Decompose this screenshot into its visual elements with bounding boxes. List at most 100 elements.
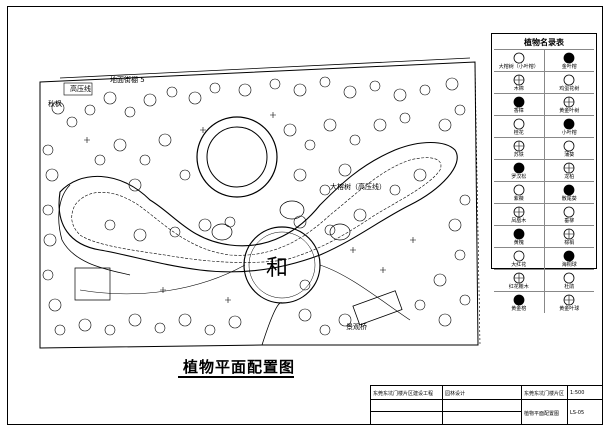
plant-symbol-icon <box>563 272 575 283</box>
legend-item-name: 黄槐 <box>513 239 524 246</box>
legend-item: 黄槐 <box>494 226 544 247</box>
legend-item: 海桐球 <box>543 248 595 269</box>
plant-symbol-icon <box>513 118 525 129</box>
site-boundary <box>39 61 479 349</box>
legend-item-name: 黄金叶树 <box>559 107 580 114</box>
legend-row: 苏铁 蒲葵 <box>494 137 594 159</box>
plaza-stamp-char: 和 <box>266 256 289 281</box>
legend-item-name: 大榕树（小叶榕） <box>498 63 539 70</box>
label-great-banyan: 大榕树（高压线） <box>330 183 386 191</box>
legend-item: 黄金榕 <box>494 292 544 313</box>
plant-symbol-icon <box>513 250 525 261</box>
sheet-frame <box>7 6 603 425</box>
plant-symbol-icon <box>563 140 575 151</box>
legend-row: 黄金榕黄金叶球 <box>494 291 594 313</box>
plant-symbol-icon <box>563 250 575 261</box>
legend-row: 香樟 黄金叶树 <box>494 93 594 115</box>
legend-item-name: 散尾葵 <box>561 195 577 202</box>
path-left <box>79 264 246 295</box>
label-pine-cherry: 秋枫 <box>48 100 62 108</box>
legend-item: 散尾葵 <box>543 182 595 203</box>
plant-symbol-icon <box>513 206 525 217</box>
tb-sheet-no: LS-05 <box>570 410 585 416</box>
legend-row: 大榕树（小叶榕） 金叶榕 <box>494 49 594 71</box>
plan-title: 植物平面配置图 <box>183 358 296 376</box>
top-road <box>59 57 471 79</box>
plant-symbol-icon <box>513 96 525 107</box>
tree-symbols <box>42 76 471 336</box>
legend-item: 小叶榕 <box>543 116 595 137</box>
legend-item-name: 鸡蛋花树 <box>559 85 580 92</box>
legend-item-name: 黄金叶球 <box>559 305 580 312</box>
path-main <box>261 302 283 346</box>
legend-row: 紫薇 散尾葵 <box>494 181 594 203</box>
legend-item-name: 苏铁 <box>513 151 524 158</box>
legend-item-name: 金叶榕 <box>561 63 577 70</box>
plant-symbol-icon <box>513 74 525 85</box>
legend-item-name: 桂花 <box>513 129 524 136</box>
legend-item-name: 小叶榕 <box>561 129 577 136</box>
plant-symbol-icon <box>513 184 525 195</box>
plant-symbol-icon <box>563 74 575 85</box>
legend-row: 凤凰木 垂柳 <box>494 203 594 225</box>
upper-plaza-inner <box>206 126 268 188</box>
legend-item-name: 垂柳 <box>564 217 575 224</box>
label-bridge: 景观桥 <box>346 323 367 331</box>
label-high-pressure: 高压线 <box>70 85 91 93</box>
plant-symbol-icon <box>513 140 525 151</box>
legend-item-name: 大红花 <box>511 261 527 268</box>
legend-item-name: 红花檵木 <box>508 283 529 290</box>
plant-symbol-icon <box>513 228 525 239</box>
legend-item-name: 龙柏 <box>564 173 575 180</box>
legend-item-name: 海桐球 <box>561 261 577 268</box>
plant-symbol-icon <box>513 294 525 305</box>
legend-item-name: 棕榈 <box>564 239 575 246</box>
legend-title: 植物名录表 <box>524 38 564 47</box>
legend-row: 红花檵木 杜鹃 <box>494 269 594 291</box>
legend-row: 黄槐 棕榈 <box>494 225 594 247</box>
tb-unit: 园林设计 <box>445 391 466 397</box>
pond-outer <box>58 142 458 273</box>
legend-item-name: 凤凰木 <box>511 217 527 224</box>
legend-item: 黄金叶树 <box>543 94 595 115</box>
plant-symbol-icon <box>563 228 575 239</box>
legend-item: 鸡蛋花树 <box>543 72 595 93</box>
building-block <box>74 267 111 301</box>
legend-item: 棕榈 <box>543 226 595 247</box>
legend-item: 红花檵木 <box>494 270 544 291</box>
legend-row: 罗汉松 龙柏 <box>494 159 594 181</box>
plan-title-underline <box>178 376 294 378</box>
tb-client: 东莞东坑门楼片区 <box>524 391 565 397</box>
plant-symbol-icon <box>563 96 575 107</box>
plant-symbol-icon <box>513 52 525 63</box>
plant-symbol-icon <box>513 272 525 283</box>
legend-item-name: 香樟 <box>513 107 524 114</box>
left-walkway <box>58 184 131 276</box>
legend-item: 香樟 <box>494 94 544 115</box>
legend-grid: 大榕树（小叶榕） 金叶榕木棉鸡蛋花树香樟 黄金叶树桂花 小叶榕苏铁 蒲葵罗汉松 龙柏紫薇 散… <box>494 49 594 313</box>
tb-drawing-name: 植物平面配置图 <box>524 411 560 417</box>
play-sculptures <box>211 200 351 241</box>
legend-item: 大红花 <box>494 248 544 269</box>
legend-item-name: 罗汉松 <box>511 173 527 180</box>
legend-item: 凤凰木 <box>494 204 544 225</box>
legend-item-name: 杜鹃 <box>564 283 575 290</box>
legend-row: 木棉鸡蛋花树 <box>494 71 594 93</box>
legend-item-name: 紫薇 <box>513 195 524 202</box>
shrub-symbols <box>84 112 416 303</box>
pond-inner <box>71 157 442 263</box>
plant-symbol-icon <box>563 206 575 217</box>
legend-item: 罗汉松 <box>494 160 544 181</box>
legend-item: 龙柏 <box>543 160 595 181</box>
legend-item: 紫薇 <box>494 182 544 203</box>
title-block: 东莞东坑门楼片区建设工程 东莞东坑门楼片区 植物平面配置图 1:500 LS-0… <box>370 385 603 425</box>
plant-symbol-icon <box>563 52 575 63</box>
legend-item-name: 蒲葵 <box>564 151 575 158</box>
legend-item: 木棉 <box>494 72 544 93</box>
boundary-fence <box>474 61 481 346</box>
tb-project: 东莞东坑门楼片区建设工程 <box>373 391 434 397</box>
plant-symbol-icon <box>563 294 575 305</box>
plant-symbol-icon <box>563 162 575 173</box>
